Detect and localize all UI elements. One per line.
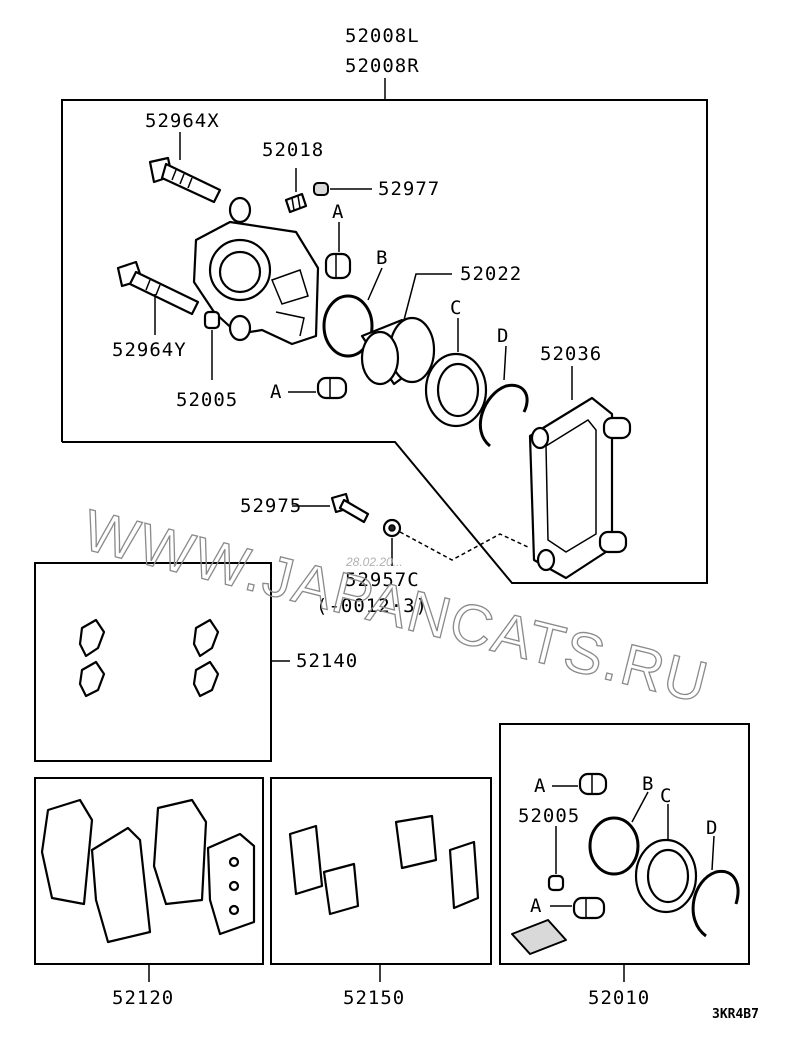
piston-label: 52022 [460, 263, 522, 285]
clip-kit-label: 52150 [343, 987, 405, 1009]
kit-ref-a2-label: A [530, 895, 542, 917]
washer-hole [388, 524, 396, 532]
pad-set-label: 52120 [112, 987, 174, 1009]
pad-pin-hole [228, 880, 240, 892]
dust-boot-a-upper [324, 252, 352, 280]
shim-kit-group: 52140 [34, 562, 358, 762]
support-bolt-label: 52975 [240, 495, 302, 517]
kit-piston-seal-b [588, 816, 640, 876]
caliper-support-bracket [528, 396, 632, 580]
piston [360, 316, 436, 386]
ref-b1-label: B [376, 247, 388, 269]
guide-bolt-lower [116, 260, 200, 316]
seal-kit-label: 52010 [588, 987, 650, 1009]
caliper-assembly-frame [61, 99, 708, 584]
diagram-code: 3KR4B7 [712, 1007, 759, 1022]
washer-label: 52957C [345, 569, 420, 591]
bleeder-screw [284, 192, 308, 214]
dust-boot-a-lower [316, 376, 348, 400]
kit-snap-ring-d [691, 869, 740, 938]
brake-pad-2 [90, 826, 152, 944]
assembly-number-right: 52008R [345, 55, 420, 77]
bolt-upper-label: 52964X [145, 110, 220, 132]
date-stamp: 28.02.20... [345, 555, 403, 569]
kit-dust-boot-a-lower [572, 896, 606, 920]
bolt-lower-label: 52964Y [112, 339, 187, 361]
piston-leader [403, 273, 452, 321]
kit-bushing [547, 874, 565, 892]
kit-ref-a1-label: A [534, 775, 546, 797]
shim-clips-left [78, 618, 106, 698]
anti-rattle-clip-3 [394, 814, 438, 870]
ref-b1-leader [367, 267, 383, 301]
snap-ring-d [478, 383, 529, 448]
bleeder-cap [313, 182, 329, 196]
guide-bolt-upper [148, 156, 222, 204]
ref-d1-label: D [497, 325, 509, 347]
ref-c1-label: C [450, 297, 462, 319]
bushing [203, 310, 221, 330]
ref-a1-label: A [332, 201, 344, 223]
clip-kit-frame [270, 777, 492, 965]
pad-pin-hole [228, 856, 240, 868]
shim-kit-frame [34, 562, 272, 762]
anti-rattle-clip-4 [448, 840, 480, 910]
pad-pin-hole [228, 904, 240, 916]
anti-rattle-clip-1 [288, 824, 324, 896]
brake-pad-3 [152, 798, 208, 906]
shim-kit-label: 52140 [296, 650, 358, 672]
bleeder-cap-label: 52977 [378, 178, 440, 200]
kit-bushing-label: 52005 [518, 805, 580, 827]
bleeder-label: 52018 [262, 139, 324, 161]
washer-note: (-0012·3) [316, 595, 428, 617]
support-label: 52036 [540, 343, 602, 365]
kit-piston-boot-c [634, 838, 698, 914]
caliper-assembly-group: 52008L 52008R 52964X 52964Y 52018 [61, 25, 708, 617]
washer-to-bracket-line [399, 531, 531, 561]
support-bolt [330, 492, 370, 524]
anti-rattle-clip-2 [322, 862, 360, 916]
clip-kit-group: 52150 [270, 777, 492, 1009]
kit-ref-d-leader [711, 835, 715, 871]
piston-seal-b [322, 294, 374, 358]
shim-clips-right [192, 618, 220, 698]
pad-set-group: 52120 [34, 777, 264, 1009]
bushing-label: 52005 [176, 389, 238, 411]
brake-pad-1 [40, 798, 94, 906]
kit-ref-b-label: B [642, 773, 654, 795]
kit-dust-boot-a-upper [578, 772, 608, 796]
seal-kit-group: A B C D 52005 A 52010 [499, 723, 750, 1009]
kit-ref-b-leader [631, 791, 649, 823]
ref-a2-label: A [270, 381, 282, 403]
kit-ref-c-label: C [660, 785, 672, 807]
kit-ref-d-label: D [706, 817, 718, 839]
caliper-body [192, 196, 320, 346]
assembly-number-left: 52008L [345, 25, 420, 47]
piston-boot-c [424, 352, 488, 428]
grease-packet [511, 919, 567, 955]
ref-d1-leader [503, 345, 507, 381]
